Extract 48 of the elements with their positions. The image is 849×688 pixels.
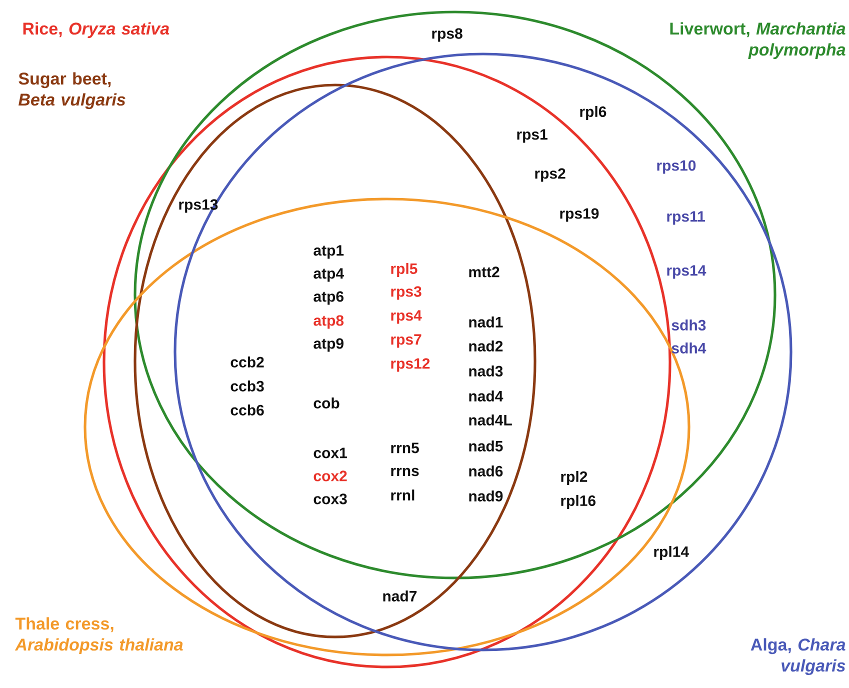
gene-label: ccb6 (230, 404, 264, 416)
gene-label: rps12 (391, 358, 430, 372)
gene-label: ccb3 (230, 380, 264, 392)
gene-label: nad1 (469, 316, 503, 328)
gene-label: atp1 (314, 245, 344, 259)
gene-label: rps19 (560, 208, 599, 222)
gene-label: cox3 (314, 494, 347, 504)
species-label: Thale cress, Arabidopsis thaliana (14, 617, 183, 654)
gene-label: nad4L (469, 414, 512, 426)
gene-label: rps2 (535, 168, 566, 182)
gene-label: rrn5 (391, 442, 419, 454)
gene-label: nad2 (469, 340, 503, 352)
gene-label: rps8 (432, 28, 462, 42)
gene-label: nad5 (469, 440, 503, 452)
gene-label: ccb2 (230, 356, 264, 368)
gene-label: rpl16 (561, 495, 596, 509)
gene-label: nad6 (469, 465, 503, 476)
gene-label: rrns (391, 468, 419, 476)
gene-label: atp9 (314, 338, 344, 352)
gene-label: rps4 (391, 310, 422, 324)
gene-label: sdh3 (672, 319, 706, 330)
gene-label: nad7 (383, 590, 417, 602)
gene-label: cox1 (314, 448, 347, 458)
gene-label: rpl2 (561, 471, 588, 485)
species-label: Sugar beet, Beta vulgaris (18, 72, 126, 110)
species-label: Alga, Chara vulgaris (750, 638, 846, 676)
gene-label: rps14 (667, 265, 706, 279)
gene-label: rps1 (517, 129, 548, 143)
gene-label: nad4 (469, 390, 504, 402)
gene-label: nad3 (469, 365, 503, 376)
gene-label: rps11 (667, 211, 705, 225)
species-label: Rice, Oryza sativa (23, 22, 170, 38)
gene-label: rps3 (391, 286, 422, 300)
gene-label: cox2 (314, 470, 347, 482)
gene-label: rps10 (657, 160, 696, 174)
gene-label: sdh4 (672, 342, 706, 354)
gene-label: atp6 (314, 291, 344, 305)
gene-label: rpl14 (654, 546, 689, 560)
gene-label: mtt2 (469, 266, 500, 278)
gene-label: nad9 (469, 490, 503, 502)
gene-label: atp8 (314, 315, 344, 329)
gene-label: rpl5 (391, 263, 418, 277)
species-label: Liverwort, Marchantia polymorpha (670, 22, 846, 60)
gene-label: cob (314, 397, 340, 408)
gene-label: rrnl (391, 490, 414, 500)
gene-label: rps7 (391, 334, 422, 348)
gene-label: atp4 (314, 268, 344, 282)
gene-label: rpl6 (580, 106, 606, 120)
